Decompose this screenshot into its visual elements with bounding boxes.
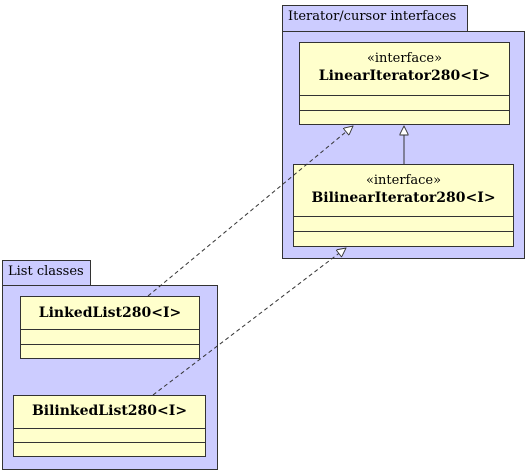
stereotype-linear-iterator: «interface»: [366, 51, 443, 66]
attributes-compartment: [300, 95, 509, 110]
package-label-iterator-interfaces: Iterator/cursor interfaces: [288, 9, 457, 24]
class-linear-iterator: «interface» LinearIterator280<I>: [299, 42, 510, 125]
operations-compartment: [294, 231, 513, 246]
realization-arrow-linked-list: [147, 126, 353, 297]
class-name-bilinear-iterator: BilinearIterator280<I>: [311, 190, 496, 206]
operations-compartment: [14, 442, 205, 456]
operations-compartment: [21, 344, 199, 358]
package-tab-iterator-interfaces: Iterator/cursor interfaces: [282, 5, 468, 32]
class-name-linear-iterator: LinearIterator280<I>: [318, 68, 491, 84]
package-label-list-classes: List classes: [8, 264, 84, 279]
realization-arrow-bilinked-list: [152, 248, 346, 396]
attributes-compartment: [294, 216, 513, 231]
class-bilinear-iterator: «interface» BilinearIterator280<I>: [293, 164, 514, 247]
attributes-compartment: [21, 329, 199, 344]
operations-compartment: [300, 110, 509, 124]
class-linked-list: LinkedList280<I>: [20, 296, 200, 359]
class-bilinked-list: BilinkedList280<I>: [13, 395, 206, 457]
class-name-linked-list: LinkedList280<I>: [38, 305, 182, 321]
attributes-compartment: [14, 428, 205, 442]
class-name-bilinked-list: BilinkedList280<I>: [31, 403, 188, 419]
stereotype-bilinear-iterator: «interface»: [365, 173, 442, 188]
package-tab-list-classes: List classes: [2, 260, 91, 286]
